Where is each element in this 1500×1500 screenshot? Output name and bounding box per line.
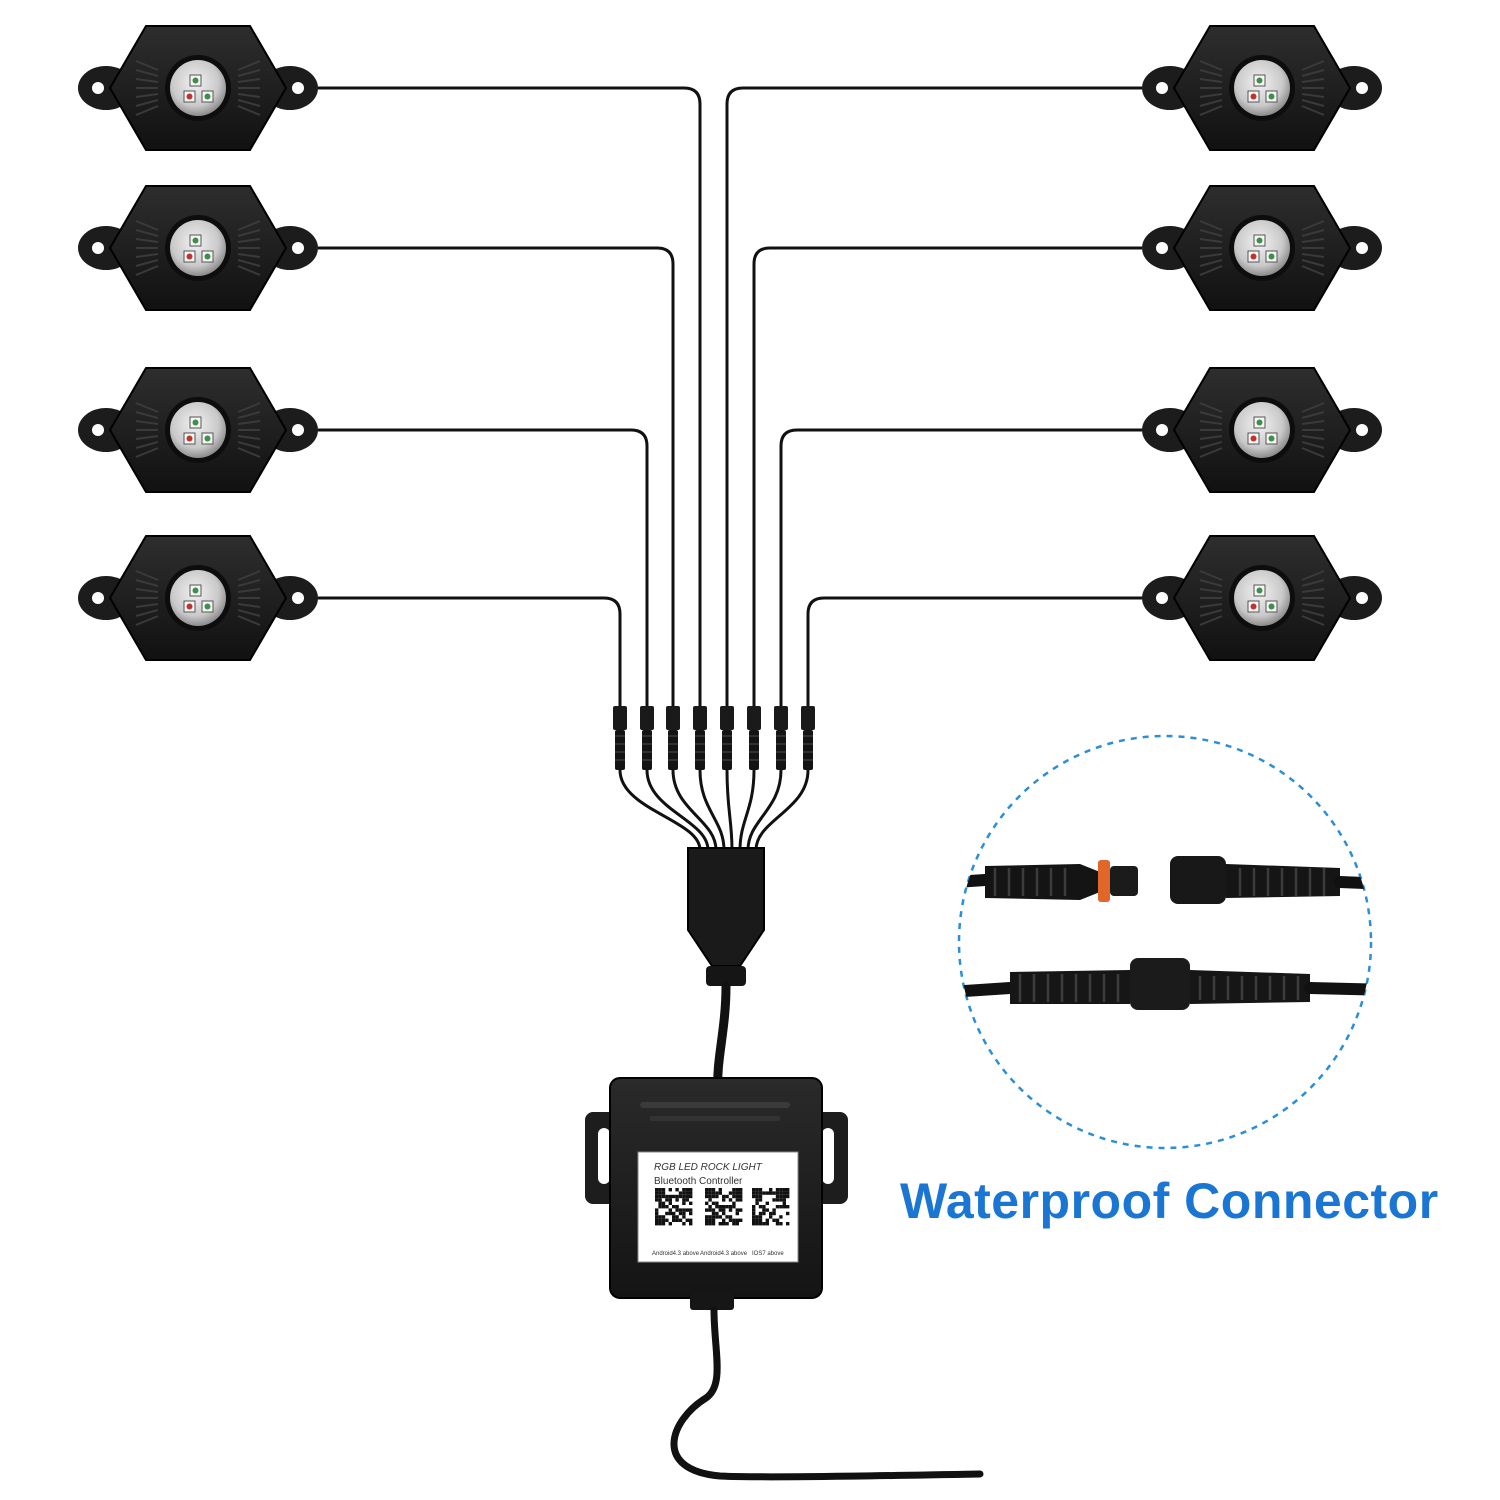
qr-code-icon xyxy=(655,1188,693,1226)
light-cables xyxy=(318,86,1142,708)
waterproof-connector-icon xyxy=(985,860,1138,902)
qr-caption-1: Android4.3 above xyxy=(652,1251,700,1257)
waterproof-connector-icon xyxy=(1170,856,1340,904)
qr-code-icon xyxy=(705,1188,743,1226)
qr-caption-3: IOS7 above xyxy=(752,1251,784,1257)
rock-light-pod-icon xyxy=(1142,25,1382,151)
qr-code-icon xyxy=(752,1188,790,1226)
main-cable xyxy=(713,981,731,1095)
rock-light-pod-icon xyxy=(78,367,318,493)
rock-light-pod-icon xyxy=(78,185,318,311)
waterproof-connector-caption: Waterproof Connector xyxy=(900,1173,1439,1229)
power-cable xyxy=(670,1306,984,1481)
rock-light-pod-icon xyxy=(1142,185,1382,311)
bluetooth-controller xyxy=(585,1077,848,1310)
splitter-hub xyxy=(687,847,765,986)
qr-caption-2: Android4.3 above xyxy=(700,1251,748,1257)
waterproof-connector-detail xyxy=(957,734,1373,1150)
rock-light-pod-icon xyxy=(78,25,318,151)
qr-codes xyxy=(655,1188,790,1226)
rock-light-pod-icon xyxy=(1142,367,1382,493)
controller-label-line2: Bluetooth Controller xyxy=(654,1176,743,1187)
controller-label-line1: RGB LED ROCK LIGHT xyxy=(654,1162,763,1173)
cable-plugs xyxy=(613,706,815,851)
waterproof-connector-icon xyxy=(1010,958,1310,1010)
rock-light-pod-icon xyxy=(1142,535,1382,661)
rock-lights xyxy=(78,25,1382,661)
rock-light-pod-icon xyxy=(78,535,318,661)
